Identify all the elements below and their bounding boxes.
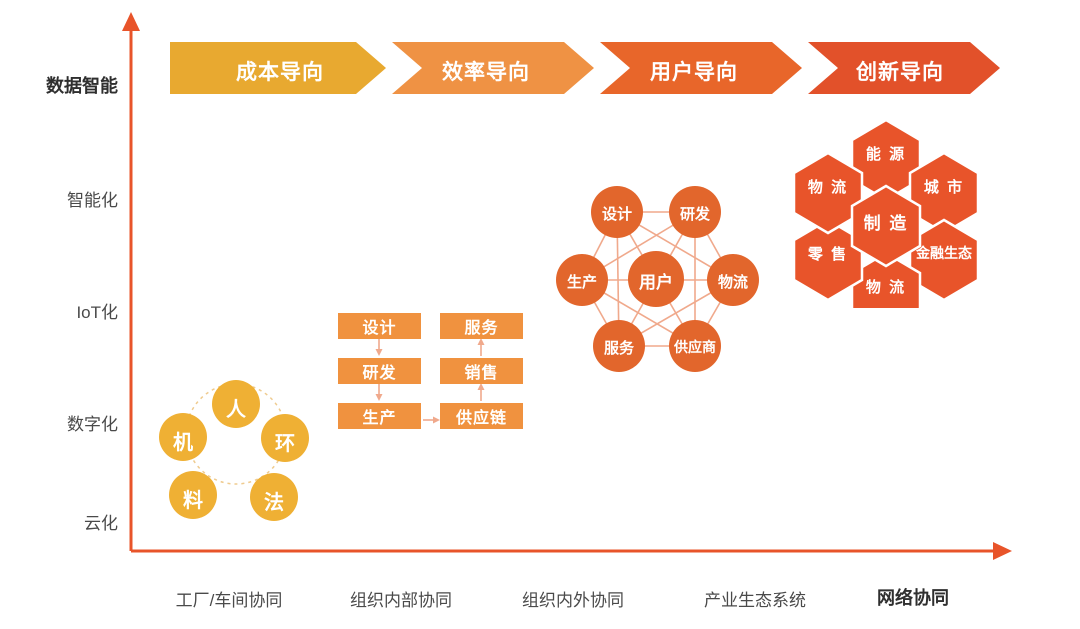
cluster1-node-fa[interactable] <box>250 473 298 521</box>
cluster3-node-service[interactable] <box>593 320 645 372</box>
cluster1-node-ji[interactable] <box>159 413 207 461</box>
cluster3-node-user[interactable] <box>628 251 684 307</box>
y-tick-0: 智能化 <box>67 191 118 210</box>
cluster3-node-logistics[interactable] <box>707 254 759 306</box>
y-tick-1: IoT化 <box>76 303 118 322</box>
cluster2-box-service[interactable]: 服务 <box>440 313 523 339</box>
stage-label-1: 成本导向 <box>236 61 324 84</box>
stage-label-3: 用户导向 <box>650 61 738 84</box>
cluster1-node-huan[interactable] <box>261 414 309 462</box>
cluster3-node-design[interactable] <box>591 186 643 238</box>
cluster3-node-production[interactable] <box>556 254 608 306</box>
cluster-man-machine-material <box>159 380 309 521</box>
cluster2-box-design[interactable]: 设计 <box>338 313 421 339</box>
cluster1-node-liao[interactable] <box>169 471 217 519</box>
cluster2-box-rd[interactable]: 研发 <box>338 358 421 384</box>
x-axis-title: 网络协同 <box>877 588 949 608</box>
y-axis-title: 数据智能 <box>46 76 118 96</box>
cluster2-box-supplychain[interactable]: 供应链 <box>440 403 523 429</box>
stage-chevron-2[interactable] <box>392 42 594 94</box>
x-tick-3: 产业生态系统 <box>704 591 806 610</box>
stage-chevron-1[interactable] <box>170 42 386 94</box>
x-tick-0: 工厂/车间协同 <box>175 591 283 610</box>
stage-chevron-4[interactable] <box>808 42 1000 94</box>
cluster3-node-supplier[interactable] <box>669 320 721 372</box>
stage-chevron-3[interactable] <box>600 42 802 94</box>
stage-label-2: 效率导向 <box>442 61 530 84</box>
y-tick-2: 数字化 <box>67 415 118 434</box>
cluster3-node-rd[interactable] <box>669 186 721 238</box>
cluster2-connectors <box>375 338 485 424</box>
cluster4-honeycomb <box>792 118 980 308</box>
cluster1-node-ren[interactable] <box>212 380 260 428</box>
x-tick-1: 组织内部协同 <box>350 591 452 610</box>
cluster3-network <box>556 186 759 372</box>
cluster2-box-sales[interactable]: 销售 <box>440 358 523 384</box>
cluster4-cell-logistics-top[interactable] <box>792 151 864 235</box>
cluster4-cell-manufacturing[interactable] <box>850 184 922 268</box>
stage-banner <box>170 42 1000 94</box>
y-axis <box>122 12 140 551</box>
cluster2-box-production[interactable]: 生产 <box>338 403 421 429</box>
x-tick-2: 组织内外协同 <box>522 591 624 610</box>
stage-label-4: 创新导向 <box>856 61 944 84</box>
y-tick-3: 云化 <box>84 514 118 533</box>
x-axis <box>131 542 1012 560</box>
